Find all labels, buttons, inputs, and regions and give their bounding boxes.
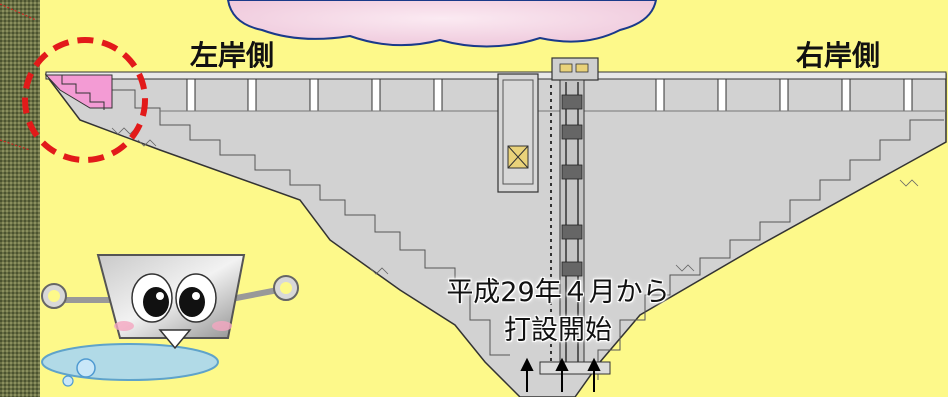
left-steps [112,89,510,356]
caption-line-1: 平成29年４月から [446,277,670,308]
dam-body [45,73,947,397]
left-shaft [497,73,539,193]
caption-line-2: 打設開始 [504,315,612,346]
right-bank-label: 右岸側 [796,39,881,72]
speech-cloud [226,0,658,48]
upward-arrows [520,357,601,392]
dam-mascot-icon [41,254,299,387]
construction-start-caption: 平成29年４月から 打設開始 [412,274,704,350]
tower-head [551,57,599,81]
left-bank-label: 左岸側 [190,39,275,72]
right-steps [597,119,944,380]
crest-posts [186,78,913,112]
focus-circle [22,37,148,163]
left-rock-strip [0,0,40,397]
